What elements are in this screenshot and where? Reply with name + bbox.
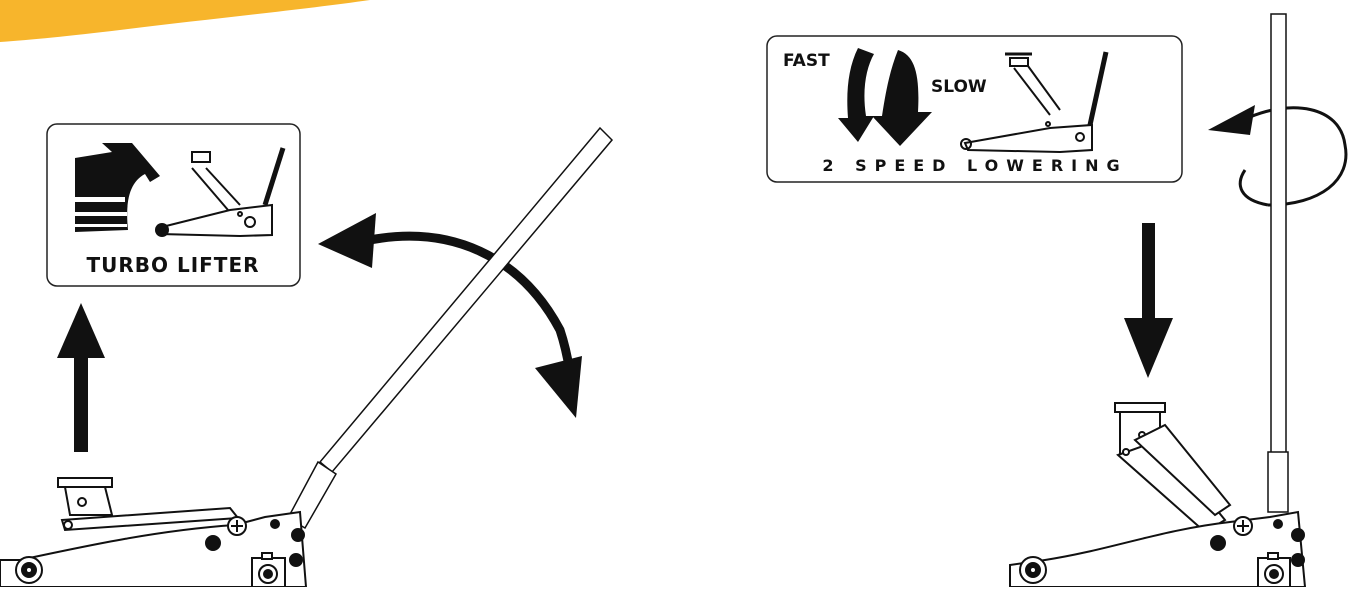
- slow-arrow-icon: [872, 50, 932, 146]
- turbo-lifter-panel: TURBO LIFTER: [46, 123, 301, 287]
- down-arrow-icon: [1124, 223, 1173, 378]
- left-scene: TURBO LIFTER: [0, 123, 614, 588]
- rotate-arrow-icon: [1208, 105, 1348, 207]
- panel-jack-icon: [156, 147, 286, 238]
- slow-label: SLOW: [931, 77, 987, 97]
- floor-jack-icon: [0, 477, 308, 588]
- floor-jack-raised-icon: [1009, 402, 1307, 588]
- lowering-jack-icon: [960, 51, 1109, 154]
- pivot-dot: [155, 223, 169, 237]
- lift-arrow-icon: [57, 303, 105, 452]
- jack-handle-vertical: [1267, 13, 1289, 513]
- accent-swoosh: [0, 0, 370, 42]
- two-speed-lowering-panel: FAST SLOW 2 SPEED LOWERING: [766, 35, 1183, 183]
- turbo-lifter-label: TURBO LIFTER: [86, 253, 259, 277]
- two-speed-lowering-label: 2 SPEED LOWERING: [822, 156, 1127, 175]
- turbo-arrow-icon: [75, 143, 160, 232]
- fast-label: FAST: [783, 51, 830, 71]
- right-scene: FAST SLOW 2 SPEED LOWERING: [766, 13, 1348, 588]
- fast-arrow-icon: [838, 48, 874, 142]
- pump-arc-arrow-icon: [318, 213, 582, 418]
